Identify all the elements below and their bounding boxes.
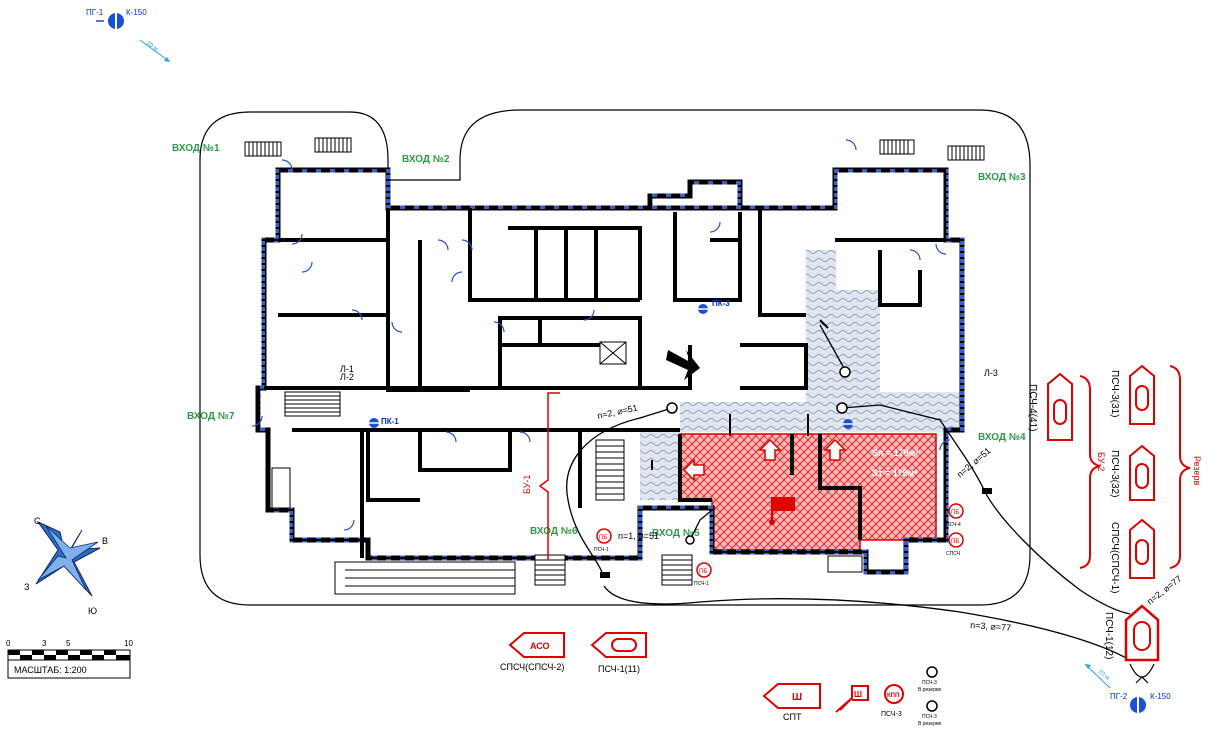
site-boundary [199,109,1031,606]
fire-source-point [769,519,775,525]
hose-l2-label: n=2, ⌀=51 [596,403,638,421]
svg-text:Ш: Ш [792,692,802,703]
bu1-boundary [538,392,560,560]
svg-text:ПСЧ-3: ПСЧ-3 [922,714,937,720]
valve-pk1: ПК-1 [369,417,399,428]
entrance-7: ВХОД №7 [187,411,235,422]
svg-text:СПСЧ: СПСЧ [946,551,960,557]
entrance-3: ВХОД №3 [978,172,1026,183]
svg-text:ПК-3: ПК-3 [712,299,730,308]
svg-text:МАСШТАБ: 1:200: МАСШТАБ: 1:200 [14,665,87,675]
stairs [244,137,985,595]
svg-text:ПГ-1: ПГ-1 [86,8,104,17]
svg-text:ПСЧ-3(32): ПСЧ-3(32) [1109,450,1120,497]
fire-area-sp: Sп = 179м² [872,448,918,458]
svg-text:ПСЧ-1: ПСЧ-1 [594,547,609,553]
bu2-bracket [1079,375,1101,569]
svg-text:ПСЧ-4(41): ПСЧ-4(41) [1027,384,1038,431]
pb-post-3: ПБ ПСЧ-4 [946,503,964,528]
scale-bar: 0 3 5 10 МАСШТАБ: 1:200 [6,639,133,679]
kpp-post: КПП ПСЧ-3 [881,684,904,718]
line-c2-label: Л-2 [340,372,354,382]
vehicle-aso: АСО СПСЧ(СПСЧ-2) [500,632,565,672]
valve-pk2 [843,419,853,429]
building-walls [255,167,965,575]
valve-pk3: ПК-3 [698,299,730,314]
vehicle-spt: Ш СПТ [762,683,821,722]
svg-text:К-150: К-150 [1150,692,1171,701]
entrance-6: ВХОД №6 [530,526,578,537]
reserve-label: Резерв [1192,456,1202,485]
compass-rose: С В Ю З [24,516,108,616]
svg-text:В резерве: В резерве [918,721,942,727]
reserve-bracket [1169,365,1191,569]
svg-text:3: 3 [42,639,47,648]
svg-text:ПБ: ПБ [599,535,607,541]
svg-text:ПСЧ-1(11): ПСЧ-1(11) [598,664,640,674]
pb-post-2: ПБ ПСЧ-1 [694,562,712,587]
entrance-5: ВХОД №5 [652,528,700,539]
svg-text:КПП: КПП [887,693,899,699]
truck-psch3-32: ПСЧ-3(32) [1109,444,1155,501]
svg-text:В: В [102,536,108,546]
bu2-label: БУ-2 [1096,452,1106,471]
svg-text:ПСЧ-1(12): ПСЧ-1(12) [1103,612,1114,659]
svg-text:0: 0 [6,639,11,648]
line-c1-label: Л-1 [340,364,354,374]
vehicle-psch1-11: ПСЧ-1(11) [590,632,647,674]
reserve-unit-1: ПСЧ-3 В резерве [918,666,942,693]
svg-text:З: З [24,582,29,592]
svg-text:20 м: 20 м [1097,669,1110,682]
svg-text:ПБ: ПБ [699,569,707,575]
svg-text:5: 5 [66,639,71,648]
svg-text:СПТ: СПТ [783,712,802,722]
svg-text:ПСЧ-3(31): ПСЧ-3(31) [1109,370,1120,417]
svg-text:СПСЧ(СПСЧ-2): СПСЧ(СПСЧ-2) [500,662,564,672]
truck-psch4-41: ПСЧ-4(41) [1027,372,1073,441]
svg-text:ПСЧ-4: ПСЧ-4 [946,522,961,528]
entrance-4: ВХОД №4 [978,432,1026,443]
line-c3-label: Л-3 [984,368,998,378]
svg-text:ПБ: ПБ [951,539,959,545]
hose-lines [566,324,1131,661]
entrance-2: ВХОД №2 [402,154,450,165]
svg-text:СПСЧ(СПСЧ-1): СПСЧ(СПСЧ-1) [1109,522,1120,593]
truck-spsch1: СПСЧ(СПСЧ-1) [1109,518,1155,593]
svg-text:В резерве: В резерве [918,687,942,693]
svg-text:К-150: К-150 [126,8,147,17]
svg-text:10: 10 [124,639,133,648]
svg-text:ПБ: ПБ [951,510,959,516]
hose-l3-label: n=3, ⌀=77 [970,620,1012,633]
bu1-label: БУ-1 [522,475,532,494]
svg-text:ПК-1: ПК-1 [381,417,399,426]
hq-flag: Ш [835,685,869,713]
entrance-1: ВХОД №1 [172,143,220,154]
svg-text:АСО: АСО [530,641,550,651]
truck-psch3-31: ПСЧ-3(31) [1109,364,1155,425]
reserve-unit-2: ПСЧ-3 В резерве [918,700,942,727]
pb-post-1: ПБ ПСЧ-1 [594,528,612,553]
hose-branches [600,319,992,578]
hydrant-bottom: ПГ-2 К-150 20 м [1084,663,1171,713]
spread-arrows [682,438,847,482]
svg-text:ПСЧ-3: ПСЧ-3 [881,711,902,718]
svg-text:ПСЧ-3: ПСЧ-3 [922,680,937,686]
svg-text:ПГ-2: ПГ-2 [1110,692,1128,701]
fire-area-st: Sт = 179м² [872,468,917,478]
truck-psch1-12: ПСЧ-1(12) [1103,604,1160,684]
hydrant-top: ПГ-1 К-150 20 м [86,8,171,63]
svg-text:С: С [34,516,41,526]
svg-text:Ю: Ю [88,606,97,616]
svg-text:Ш: Ш [854,690,862,699]
svg-text:20 м: 20 м [145,41,159,53]
doors [251,139,951,531]
hose-l1-label: n=1, ⌀=51 [618,531,659,541]
svg-text:ПСЧ-1: ПСЧ-1 [694,581,709,587]
smoke-direction-arrow [666,350,700,380]
fire-source-flag [771,497,795,520]
pb-post-4: ПБ СПСЧ [946,532,964,557]
smoke-zone [640,250,960,500]
